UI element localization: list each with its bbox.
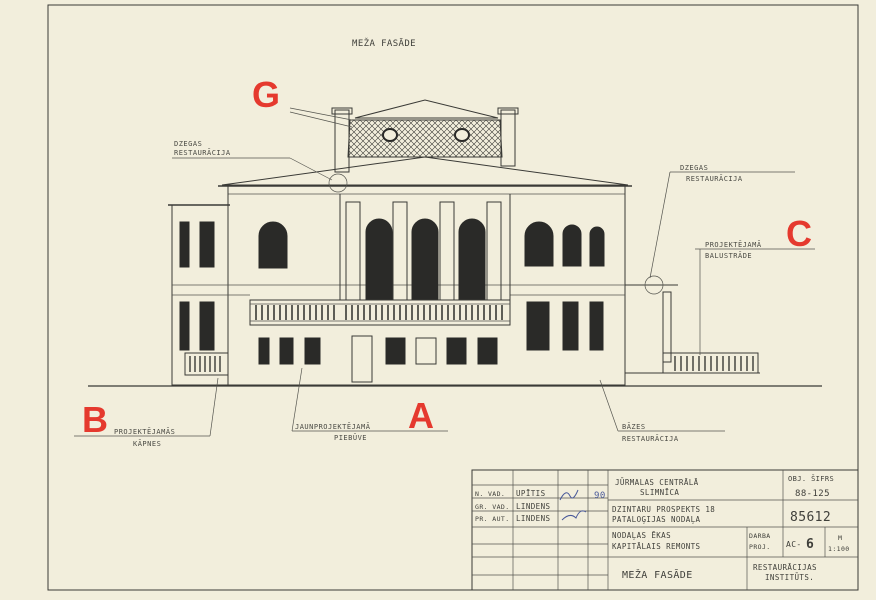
drawing-title: MEŽA FASĀDE	[352, 37, 416, 49]
svg-text:INSTITŪTS.: INSTITŪTS.	[765, 573, 814, 582]
svg-text:RESTAURĀCIJAS: RESTAURĀCIJAS	[753, 563, 817, 572]
building	[168, 99, 760, 386]
svg-text:LINDENS: LINDENS	[516, 502, 550, 511]
svg-text:85612: 85612	[790, 510, 831, 525]
svg-text:PROJEKTĒJAMĀ: PROJEKTĒJAMĀ	[705, 240, 762, 249]
svg-text:JŪRMALAS CENTRĀLĀ: JŪRMALAS CENTRĀLĀ	[615, 478, 699, 487]
svg-text:BALUSTRĀDE: BALUSTRĀDE	[705, 251, 752, 260]
marker-letter-c: C	[786, 213, 812, 254]
svg-text:90: 90	[594, 491, 606, 501]
svg-text:RESTAURĀCIJA: RESTAURĀCIJA	[174, 148, 231, 157]
annotation-bazes: BĀZES RESTAURĀCIJA	[599, 379, 725, 443]
annotation-c: C PROJEKTĒJAMĀ BALUSTRĀDE	[695, 213, 815, 355]
drawing-frame	[47, 4, 859, 591]
svg-text:N. VAD.: N. VAD.	[475, 490, 505, 498]
svg-text:SLIMNĪCA: SLIMNĪCA	[640, 488, 679, 497]
annotation-dzegas-right: DZEGAS RESTAURĀCIJA	[649, 164, 795, 279]
svg-text:LINDENS: LINDENS	[516, 514, 550, 523]
svg-text:PROJ.: PROJ.	[749, 543, 771, 551]
svg-text:PR. AUT.: PR. AUT.	[475, 515, 510, 523]
svg-text:PIEBŪVE: PIEBŪVE	[334, 433, 367, 442]
annotation-b: B PROJEKTĒJAMĀS KĀPNES	[74, 377, 219, 448]
marker-letter-a: A	[408, 395, 434, 436]
svg-text:GR. VAD.: GR. VAD.	[475, 503, 510, 511]
mansard-roof	[347, 119, 503, 158]
svg-text:6: 6	[806, 537, 814, 552]
svg-text:DARBA: DARBA	[749, 532, 771, 540]
svg-text:KAPITĀLAIS REMONTS: KAPITĀLAIS REMONTS	[612, 542, 701, 551]
annotation-a: A JAUNPROJEKTĒJAMĀ PIEBŪVE	[291, 367, 448, 442]
svg-text:DZEGAS: DZEGAS	[680, 164, 708, 172]
svg-text:AC-: AC-	[786, 540, 802, 549]
svg-text:PROJEKTĒJAMĀS: PROJEKTĒJAMĀS	[114, 427, 175, 436]
annotation-g: G DZEGAS RESTAURĀCIJA	[172, 74, 353, 181]
svg-text:UPĪTIS: UPĪTIS	[516, 489, 546, 498]
svg-text:DZEGAS: DZEGAS	[174, 140, 202, 148]
balcony-balustrade	[249, 299, 511, 326]
marker-letter-b: B	[82, 399, 108, 440]
svg-text:88-125: 88-125	[795, 489, 830, 499]
svg-text:M: M	[838, 534, 842, 542]
svg-text:RESTAURĀCIJA: RESTAURĀCIJA	[686, 174, 743, 183]
title-block: N. VAD. UPĪTIS GR. VAD. LINDENS PR. AUT.…	[471, 469, 859, 591]
terrace-column	[662, 291, 672, 363]
svg-text:BĀZES: BĀZES	[622, 422, 646, 431]
left-stair-balustrade	[184, 352, 229, 376]
svg-text:OBJ. ŠIFRS: OBJ. ŠIFRS	[788, 474, 834, 483]
svg-text:RESTAURĀCIJA: RESTAURĀCIJA	[622, 434, 679, 443]
entrance-door	[351, 335, 373, 383]
svg-text:JAUNPROJEKTĒJAMĀ: JAUNPROJEKTĒJAMĀ	[295, 422, 371, 431]
svg-text:KĀPNES: KĀPNES	[133, 439, 161, 448]
svg-text:1:100: 1:100	[828, 545, 850, 553]
svg-text:DZINTARU PROSPEKTS 18: DZINTARU PROSPEKTS 18	[612, 505, 715, 514]
svg-text:PATALOĢIJAS NODAĻA: PATALOĢIJAS NODAĻA	[612, 515, 701, 525]
signature	[559, 489, 587, 521]
svg-text:NODAĻAS ĒKAS: NODAĻAS ĒKAS	[612, 531, 671, 541]
sheet-title: MEŽA FASĀDE	[622, 568, 693, 581]
marker-letter-g: G	[252, 74, 280, 115]
